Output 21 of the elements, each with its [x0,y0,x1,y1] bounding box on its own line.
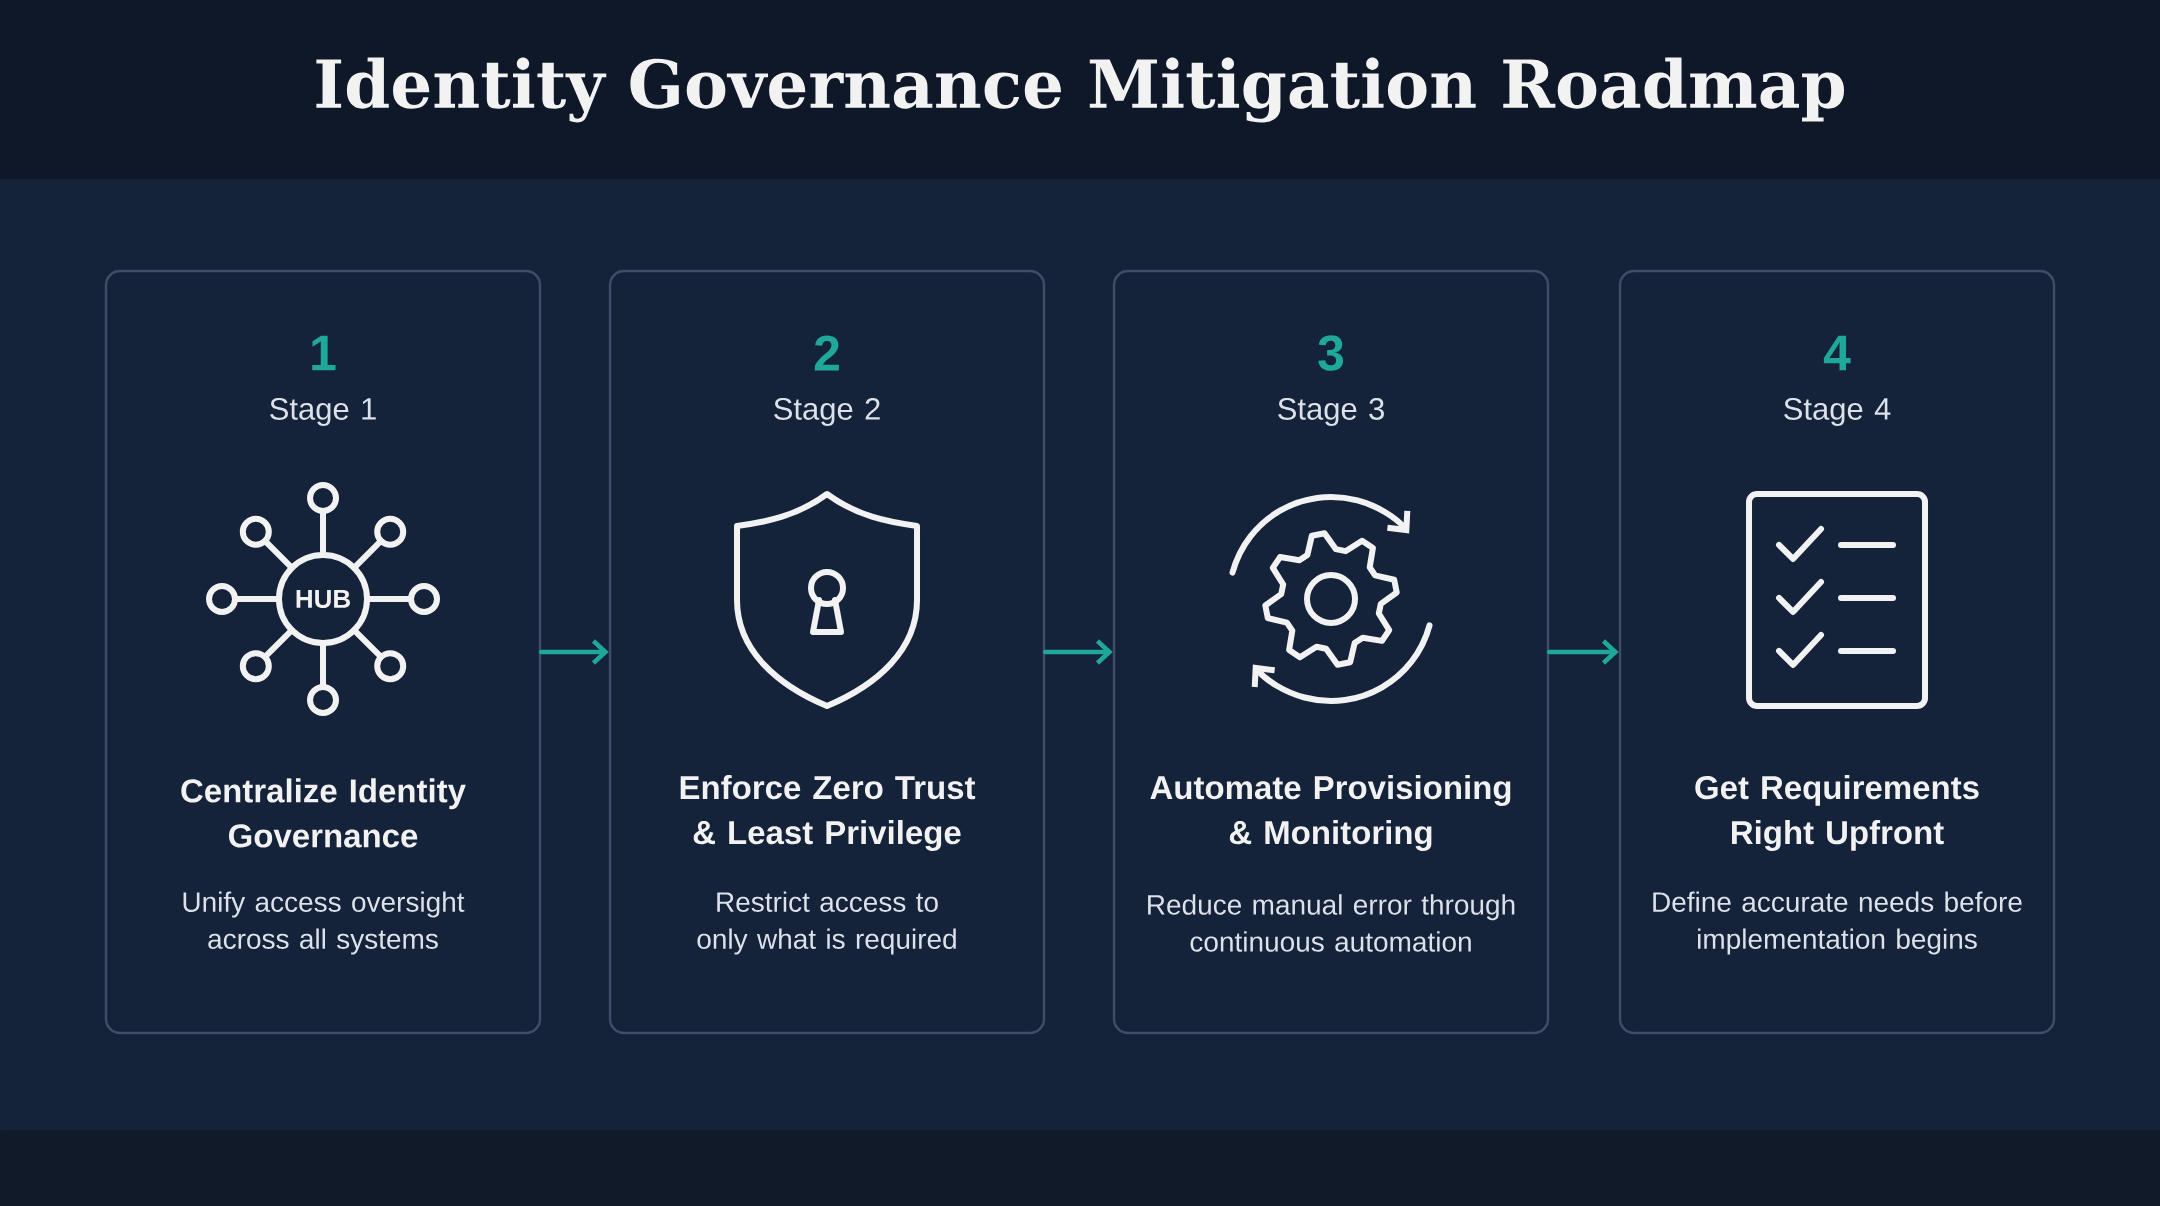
stage-label: Stage 2 [774,397,880,426]
stage-description: Reduce manual error through continuous automation [1148,894,1515,952]
title: Identity Governance Mitigation Roadmap [316,57,1845,123]
stage-description: Unify access oversight across all systems [183,891,465,955]
arrow [1043,639,1113,665]
stage-number: 1 [312,335,336,371]
stage-title: Centralize Identity Governance [181,778,466,848]
stage-number: 4 [1823,335,1851,371]
arrow [1547,639,1619,665]
stage-description: Define accurate needs before implementation begins [1653,891,2022,955]
stage-title: Enforce Zero Trust & Least Privilege [680,775,976,851]
stage-number: 3 [1318,335,1344,371]
stage-label: Stage 3 [1278,397,1384,426]
stage-label: Stage 1 [270,397,376,426]
hub-label: HUB [296,589,350,609]
stage-number: 2 [814,335,839,371]
stage-label: Stage 4 [1784,397,1891,426]
stage-description: Restrict access to only what is required [697,891,956,955]
stage-title: Get Requirements Right Upfront [1695,775,1979,851]
stage-title: Automate Provisioning & Monitoring [1150,775,1511,851]
arrow [539,639,609,665]
